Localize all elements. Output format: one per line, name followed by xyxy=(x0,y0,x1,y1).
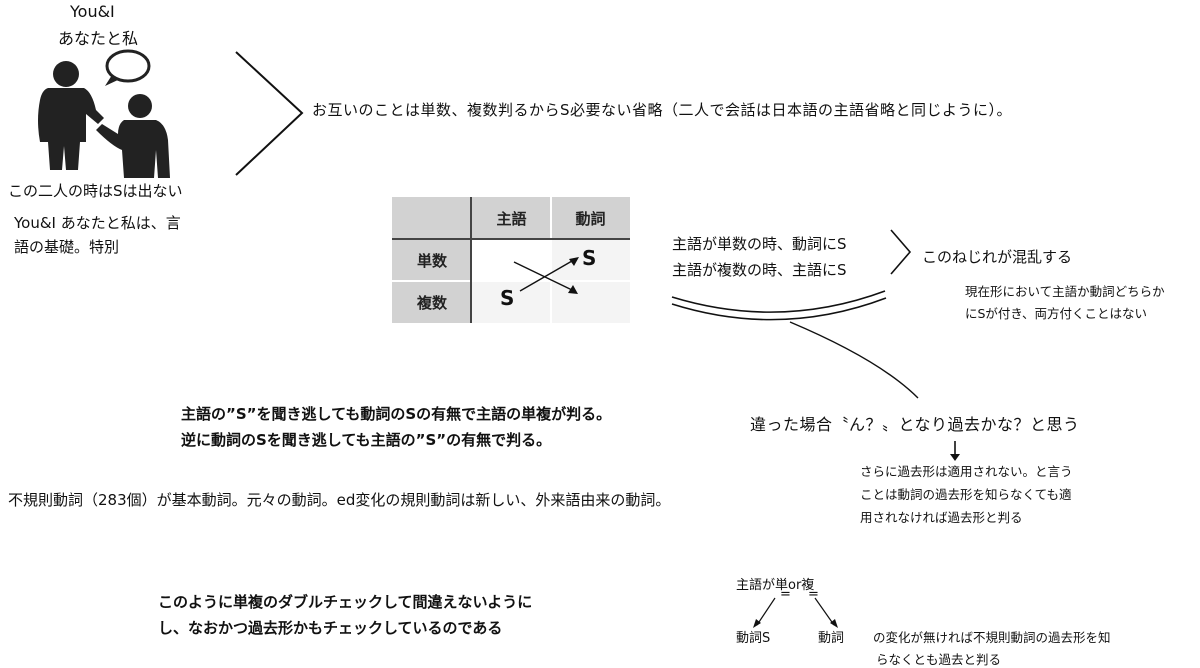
irregular-verbs-statement: 不規則動詞（283個）が基本動詞。元々の動詞。ed変化の規則動詞は新しい、外来語… xyxy=(8,491,671,509)
mini-arrow-right xyxy=(814,597,835,626)
people-caption-1: この二人の時はSは出ない xyxy=(8,182,183,200)
cross-arrowhead-up xyxy=(569,257,579,266)
table-cell xyxy=(551,239,630,281)
rule-plural: 主語が複数の時、主語にS xyxy=(672,261,847,279)
s-marker-subject: S xyxy=(500,286,515,310)
small-chevron xyxy=(890,229,912,275)
cross-arrowhead-down xyxy=(568,285,578,294)
people-title-en: You&I xyxy=(70,2,115,21)
past-note-3: 用されなければ過去形と判る xyxy=(860,510,1023,525)
people-caption-2b: 語の基礎。特別 xyxy=(14,238,120,256)
past-note-1: さらに過去形は適用されない。と言う xyxy=(860,464,1073,479)
people-caption-2a: You&I あなたと私は、言 xyxy=(14,214,181,232)
listening-line-1: 主語の”S”を聞き逃しても動詞のSの有無で主語の単複が判る。 xyxy=(181,405,612,423)
main-statement: お互いのことは単数、複数判るからS必要ない省略（二人で会話は日本語の主語省略と同… xyxy=(312,101,1013,119)
present-tense-note-1: 現在形において主語か動詞どちらか xyxy=(965,284,1165,299)
listening-line-2: 逆に動詞のSを聞き逃しても主語の”S”の有無で判る。 xyxy=(181,431,552,449)
mini-equals-left: = xyxy=(780,587,791,602)
table-header-empty xyxy=(392,197,472,239)
twist-statement: このねじれが混乱する xyxy=(922,248,1073,266)
s-marker-verb: S xyxy=(582,246,597,270)
table-gridline xyxy=(550,197,552,323)
double-curve-lower xyxy=(671,297,887,321)
double-curve-upper xyxy=(671,290,886,313)
table-gridline xyxy=(392,280,630,282)
mini-arrowhead-left xyxy=(753,619,761,628)
rule-singular: 主語が単数の時、動詞にS xyxy=(672,235,847,253)
mini-arrowhead-right xyxy=(830,619,838,628)
cross-arrow-down xyxy=(513,261,573,291)
people-title-ja: あなたと私 xyxy=(58,29,139,48)
table-row-label-singular: 単数 xyxy=(392,239,472,281)
present-tense-note-2: にSが付き、両方付くことはない xyxy=(965,306,1148,321)
crossing-arrows xyxy=(513,257,579,294)
past-note-2: ことは動詞の過去形を知らなくても適 xyxy=(860,487,1072,502)
past-question: 違った場合〝ん？〟となり過去かな？と思う xyxy=(750,415,1080,434)
mini-note-1: の変化が無ければ不規則動詞の過去形を知 xyxy=(873,630,1111,645)
mini-top-label: 主語が単or複 xyxy=(736,578,815,593)
table-separator-vertical xyxy=(470,197,472,323)
mini-equals-right: = xyxy=(808,587,819,602)
table-cell xyxy=(551,281,630,323)
table-header-verb: 動詞 xyxy=(551,197,630,239)
table-row-label-plural: 複数 xyxy=(392,281,472,323)
cross-arrow-up xyxy=(519,260,573,292)
two-people-icon xyxy=(38,49,170,178)
singular-plural-table: 主語 動詞 単数 複数 S S xyxy=(392,197,630,323)
table-separator-horizontal xyxy=(392,238,630,240)
mini-verb-s: 動詞S xyxy=(736,631,771,646)
table-cell xyxy=(472,281,551,323)
mini-note-2: らなくとも過去と判る xyxy=(876,652,1002,667)
down-arrow-head xyxy=(950,454,960,461)
mini-arrow-left xyxy=(756,597,776,626)
conclusion-line-2: し、なおかつ過去形かもチェックしているのである xyxy=(158,619,503,637)
table-header-subject: 主語 xyxy=(472,197,551,239)
curve-to-question xyxy=(789,321,919,399)
big-chevron xyxy=(235,51,304,176)
mini-verb: 動詞 xyxy=(818,631,845,646)
conclusion-line-1: このように単複のダブルチェックして間違えないように xyxy=(158,593,533,611)
